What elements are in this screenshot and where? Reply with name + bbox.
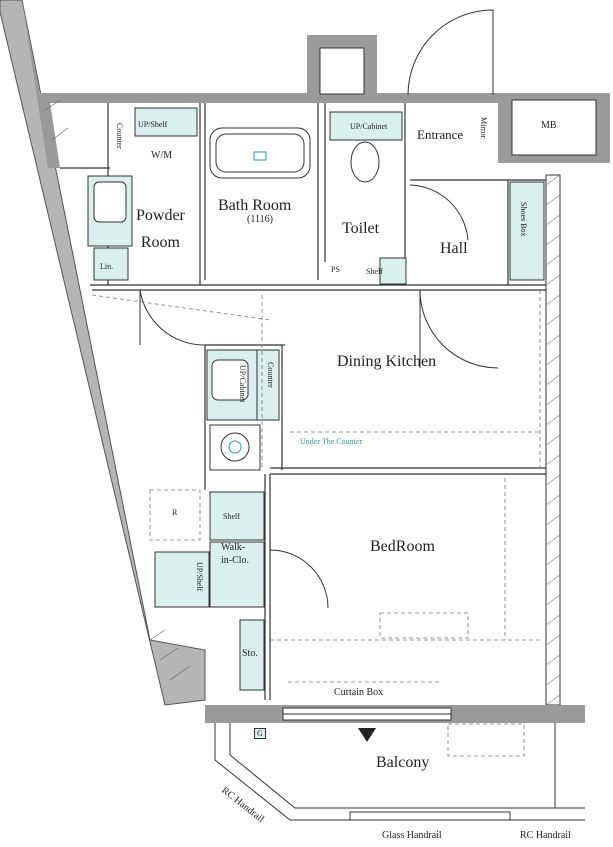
kitchen-sink-icon — [211, 359, 249, 401]
toilet-cabinet-label: UP/Cabinet — [350, 122, 388, 131]
stove-icon — [209, 424, 261, 471]
outer-wall-northwest — [22, 0, 240, 168]
r-mark-label: R — [172, 508, 178, 517]
shoes-box-label: Shoes Box — [519, 202, 528, 237]
room-label-bath-room: Bath Room — [218, 197, 292, 214]
balcony-outline — [214, 723, 585, 821]
room-label-powder-room: Powder Room — [136, 207, 185, 251]
bath-drain-icon — [253, 151, 267, 161]
bathtub — [209, 127, 311, 179]
mirror-label: Mirror — [479, 117, 488, 139]
mb-label: MB — [541, 120, 557, 131]
g-mark-label: G — [254, 728, 266, 739]
room-label-dining-kitchen: Dining Kitchen — [337, 353, 437, 370]
linen-label: Lin. — [100, 262, 114, 271]
outer-hatch — [44, 99, 191, 681]
room-label-toilet: Toilet — [342, 220, 380, 237]
door-swings — [139, 184, 499, 609]
glass-handrail-label: Glass Handrail — [382, 830, 442, 841]
walkin-up-shelf-label: UP/Shelf — [195, 562, 204, 592]
walkin-shelf-label: Shelf — [223, 512, 240, 521]
rc-handrail-right-label: RC Handrail — [520, 830, 571, 841]
room-label-walkin-closet: Walk- in-Clo. — [221, 542, 250, 566]
room-label-hall: Hall — [440, 240, 468, 257]
bath-size-label: (1116) — [247, 214, 273, 225]
toilet-bowl-icon — [350, 141, 380, 183]
dashed-guides — [91, 290, 541, 757]
bathtub-inner — [215, 133, 305, 173]
hall-shelf-label: Shelf — [366, 267, 383, 276]
top-wall — [40, 93, 600, 103]
storage-label: Sto. — [242, 648, 258, 659]
curtain-box-label: Curtain Box — [334, 687, 384, 698]
under-counter-label: Under The Counter — [300, 437, 363, 446]
kitchen-cabinet-label: UP/Cabinet — [238, 365, 247, 403]
wash-basin-icon — [93, 181, 127, 223]
east-wall-hatch — [545, 174, 561, 706]
room-label-bedroom: BedRoom — [370, 538, 435, 555]
interior-walls — [60, 103, 546, 700]
ps-column-inner — [319, 47, 365, 95]
fixtures — [87, 107, 545, 691]
mb-box-inner — [511, 99, 597, 156]
shelf-up-label: UP/Shelf — [138, 120, 168, 129]
counter-label: Counter — [115, 123, 124, 149]
room-label-entrance: Entrance — [417, 127, 464, 142]
kitchen-counter-label: Counter — [266, 362, 275, 388]
wm-label: W/M — [151, 150, 173, 161]
room-label-balcony: Balcony — [376, 754, 430, 771]
ps-label: PS — [331, 265, 340, 274]
entrance-door-swing — [407, 9, 494, 96]
entry-marker-icon — [358, 728, 376, 742]
